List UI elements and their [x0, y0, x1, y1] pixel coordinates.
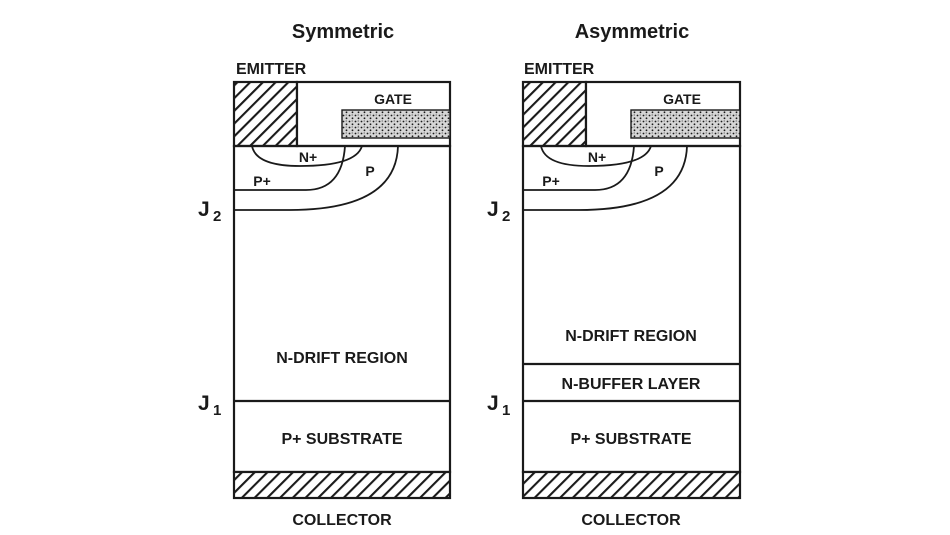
asymmetric-j1-subscript: 1 [502, 402, 510, 419]
asymmetric-j1-label: J [487, 392, 499, 415]
symmetric-collector-label: COLLECTOR [292, 512, 392, 529]
asymmetric-p-well [523, 145, 688, 211]
symmetric-silicon-body [232, 144, 452, 474]
asymmetric-emitter-contact [521, 80, 588, 148]
symmetric-emitter-contact [232, 80, 299, 148]
asymmetric-buffer-layer-label: N-BUFFER LAYER [562, 376, 701, 393]
symmetric-diagram: Symmetric EMITTER GATE N+ P P+ J 2 N-DRI… [198, 21, 452, 529]
symmetric-gate-label: GATE [374, 91, 412, 107]
symmetric-collector-contact [232, 470, 452, 500]
symmetric-j1-subscript: 1 [213, 402, 221, 419]
asymmetric-n-plus-well [540, 145, 652, 167]
asymmetric-p-plus-label: P+ [542, 173, 560, 189]
asymmetric-emitter-label: EMITTER [524, 61, 595, 78]
symmetric-n-plus-well [251, 145, 363, 167]
asymmetric-drift-region-label: N-DRIFT REGION [565, 328, 697, 345]
asymmetric-silicon-body [521, 144, 742, 474]
asymmetric-p-label: P [654, 163, 663, 179]
symmetric-emitter-label: EMITTER [236, 61, 307, 78]
symmetric-p-plus-label: P+ [253, 173, 271, 189]
symmetric-n-plus-label: N+ [299, 149, 317, 165]
asymmetric-collector-contact [521, 470, 742, 500]
symmetric-title: Symmetric [292, 21, 394, 43]
asymmetric-substrate-label: P+ SUBSTRATE [570, 431, 691, 448]
symmetric-gate-electrode [341, 109, 451, 139]
symmetric-p-label: P [365, 163, 374, 179]
asymmetric-p-plus-well [523, 145, 635, 191]
symmetric-j1-label: J [198, 392, 210, 415]
asymmetric-n-plus-label: N+ [588, 149, 606, 165]
symmetric-substrate-label: P+ SUBSTRATE [281, 431, 402, 448]
symmetric-drift-region-label: N-DRIFT REGION [276, 350, 408, 367]
asymmetric-diagram: Asymmetric EMITTER GATE N+ P P+ J 2 N-DR… [487, 21, 742, 529]
symmetric-j2-label: J [198, 198, 210, 221]
symmetric-p-plus-well [234, 145, 346, 191]
asymmetric-collector-label: COLLECTOR [581, 512, 681, 529]
symmetric-p-well [234, 145, 399, 211]
asymmetric-gate-label: GATE [663, 91, 701, 107]
asymmetric-gate-electrode [630, 109, 741, 139]
asymmetric-j2-label: J [487, 198, 499, 221]
symmetric-j2-subscript: 2 [213, 208, 221, 225]
asymmetric-title: Asymmetric [575, 21, 690, 43]
asymmetric-j2-subscript: 2 [502, 208, 510, 225]
